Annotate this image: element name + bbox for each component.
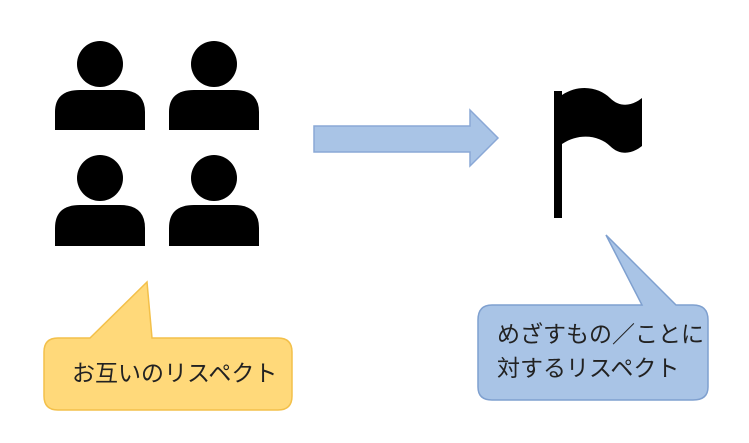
right-callout-bubble	[477, 234, 709, 401]
right-callout-label: めざすもの／ことに 対するリスペクト	[497, 318, 704, 386]
person-icon	[169, 41, 259, 130]
person-icon	[169, 155, 259, 246]
flag-icon	[554, 87, 642, 218]
person-icon	[55, 155, 145, 246]
right-callout-line-1: めざすもの／ことに	[497, 322, 704, 348]
right-arrow	[313, 108, 500, 168]
left-callout-label: お互いのリスペクト	[72, 361, 278, 387]
right-callout-line-2: 対するリスペクト	[497, 356, 680, 382]
person-icon	[55, 41, 145, 130]
left-callout-bubble	[43, 280, 293, 411]
people-group	[55, 41, 259, 246]
